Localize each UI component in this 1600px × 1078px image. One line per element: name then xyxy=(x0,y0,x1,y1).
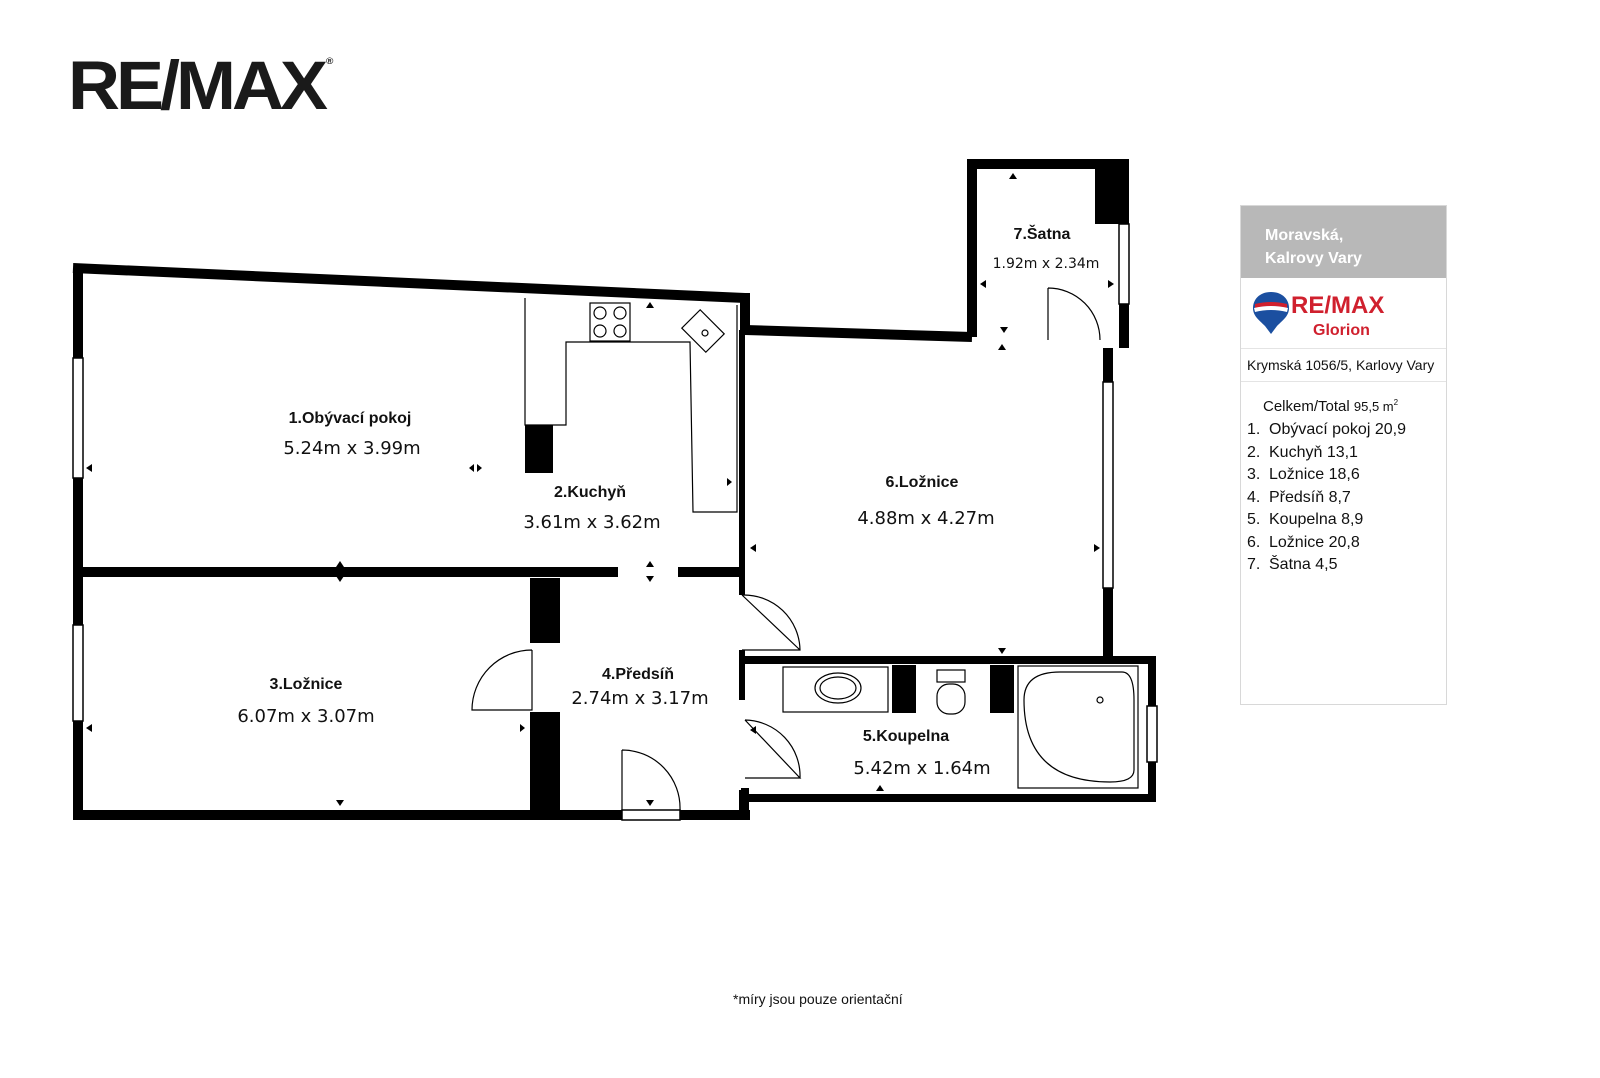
washbasin-icon xyxy=(814,672,862,704)
office-address: Krymská 1056/5, Karlovy Vary xyxy=(1241,349,1446,382)
list-item: 4.Předsíň 8,7 xyxy=(1247,488,1351,506)
window-bedroom3 xyxy=(72,624,84,722)
area-list: 1.Obývací pokoj 20,9 2.Kuchyň 13,1 3.Lož… xyxy=(1241,419,1446,577)
bath-wall-stub-1 xyxy=(892,665,916,713)
entrance-threshold xyxy=(621,809,681,821)
list-item: 6.Ložnice 20,8 xyxy=(1247,533,1360,551)
total-label: Celkem/Total xyxy=(1263,398,1350,415)
remax-logo: RE/MAX® xyxy=(68,52,333,120)
window-bath xyxy=(1146,705,1158,763)
stove-icon xyxy=(589,302,631,342)
total-area: Celkem/Total 95,5 m2 xyxy=(1241,382,1446,419)
window-satna xyxy=(1118,223,1130,305)
location-line1: Moravská, xyxy=(1265,227,1344,244)
room-dims-closet: 1.92m x 2.34m xyxy=(992,256,1100,272)
total-value: 95,5 m xyxy=(1353,399,1394,414)
room-dims-bedroom6: 4.88m x 4.27m xyxy=(857,508,995,529)
room-label-bedroom6: 6.Ložnice xyxy=(885,474,959,491)
door-bath xyxy=(744,719,802,779)
sink-icon xyxy=(680,308,726,354)
door-bedroom3 xyxy=(471,649,533,711)
list-item: 5.Koupelna 8,9 xyxy=(1247,511,1364,528)
room-label-bedroom3: 3.Ložnice xyxy=(269,676,343,693)
bathtub-icon xyxy=(1017,665,1139,789)
outer-wall-top-right xyxy=(744,325,973,342)
registered-mark: ® xyxy=(326,56,334,67)
satna-wall-block xyxy=(1095,164,1119,224)
wall-bedroom3-hall-bottom xyxy=(530,712,560,815)
room-label-hallway: 4.Předsíň xyxy=(601,666,675,683)
balloon-icon xyxy=(1253,292,1289,334)
toilet-tank xyxy=(936,669,966,683)
room-dims-kitchen: 3.61m x 3.62m xyxy=(523,512,661,533)
window-living xyxy=(72,357,84,479)
room-label-kitchen: 2.Kuchyň xyxy=(553,484,627,501)
toilet-bowl xyxy=(936,683,966,715)
location-line2: Kalrovy Vary xyxy=(1265,250,1362,267)
door-bedroom6 xyxy=(741,594,801,651)
window-bedroom6 xyxy=(1102,381,1114,589)
brand-office: Glorion xyxy=(1313,322,1370,339)
door-satna xyxy=(1047,287,1101,341)
room-dims-bedroom3: 6.07m x 3.07m xyxy=(237,706,375,727)
brand-name: RE/MAX xyxy=(1291,292,1384,320)
info-panel: Moravská, Kalrovy Vary RE/MAX Glorion Kr… xyxy=(1240,205,1447,705)
total-unit-sup: 2 xyxy=(1393,398,1399,407)
room-dims-living: 5.24m x 3.99m xyxy=(283,438,421,459)
door-entrance xyxy=(621,749,681,811)
list-item: 7.Šatna 4,5 xyxy=(1247,556,1338,573)
kitchen-counter xyxy=(524,298,738,513)
room-label-living: 1.Obývací pokoj xyxy=(288,410,412,427)
wall-bedroom3-hall-top xyxy=(530,578,560,643)
room-dims-bathroom: 5.42m x 1.64m xyxy=(853,758,991,779)
location-header: Moravská, Kalrovy Vary xyxy=(1241,206,1446,278)
list-item: 3.Ložnice 18,6 xyxy=(1247,466,1360,483)
room-label-closet: 7.Šatna xyxy=(1013,226,1071,243)
outer-wall-top-left xyxy=(72,263,746,303)
kitchen-column xyxy=(525,425,553,473)
remax-logo-text: RE/MAX xyxy=(68,48,328,124)
room-dims-hallway: 2.74m x 3.17m xyxy=(571,688,709,709)
footnote: *míry jsou pouze orientační xyxy=(733,991,903,1007)
brand-block: RE/MAX Glorion xyxy=(1241,278,1446,349)
bath-wall-stub-2 xyxy=(990,665,1014,713)
brand-max: MAX xyxy=(1331,292,1385,319)
list-item: 2.Kuchyň 13,1 xyxy=(1247,443,1358,461)
bath-counter xyxy=(782,666,889,713)
room-label-bathroom: 5.Koupelna xyxy=(862,728,950,745)
brand-re: RE/ xyxy=(1291,292,1332,319)
list-item: 1.Obývací pokoj 20,9 xyxy=(1247,421,1406,438)
